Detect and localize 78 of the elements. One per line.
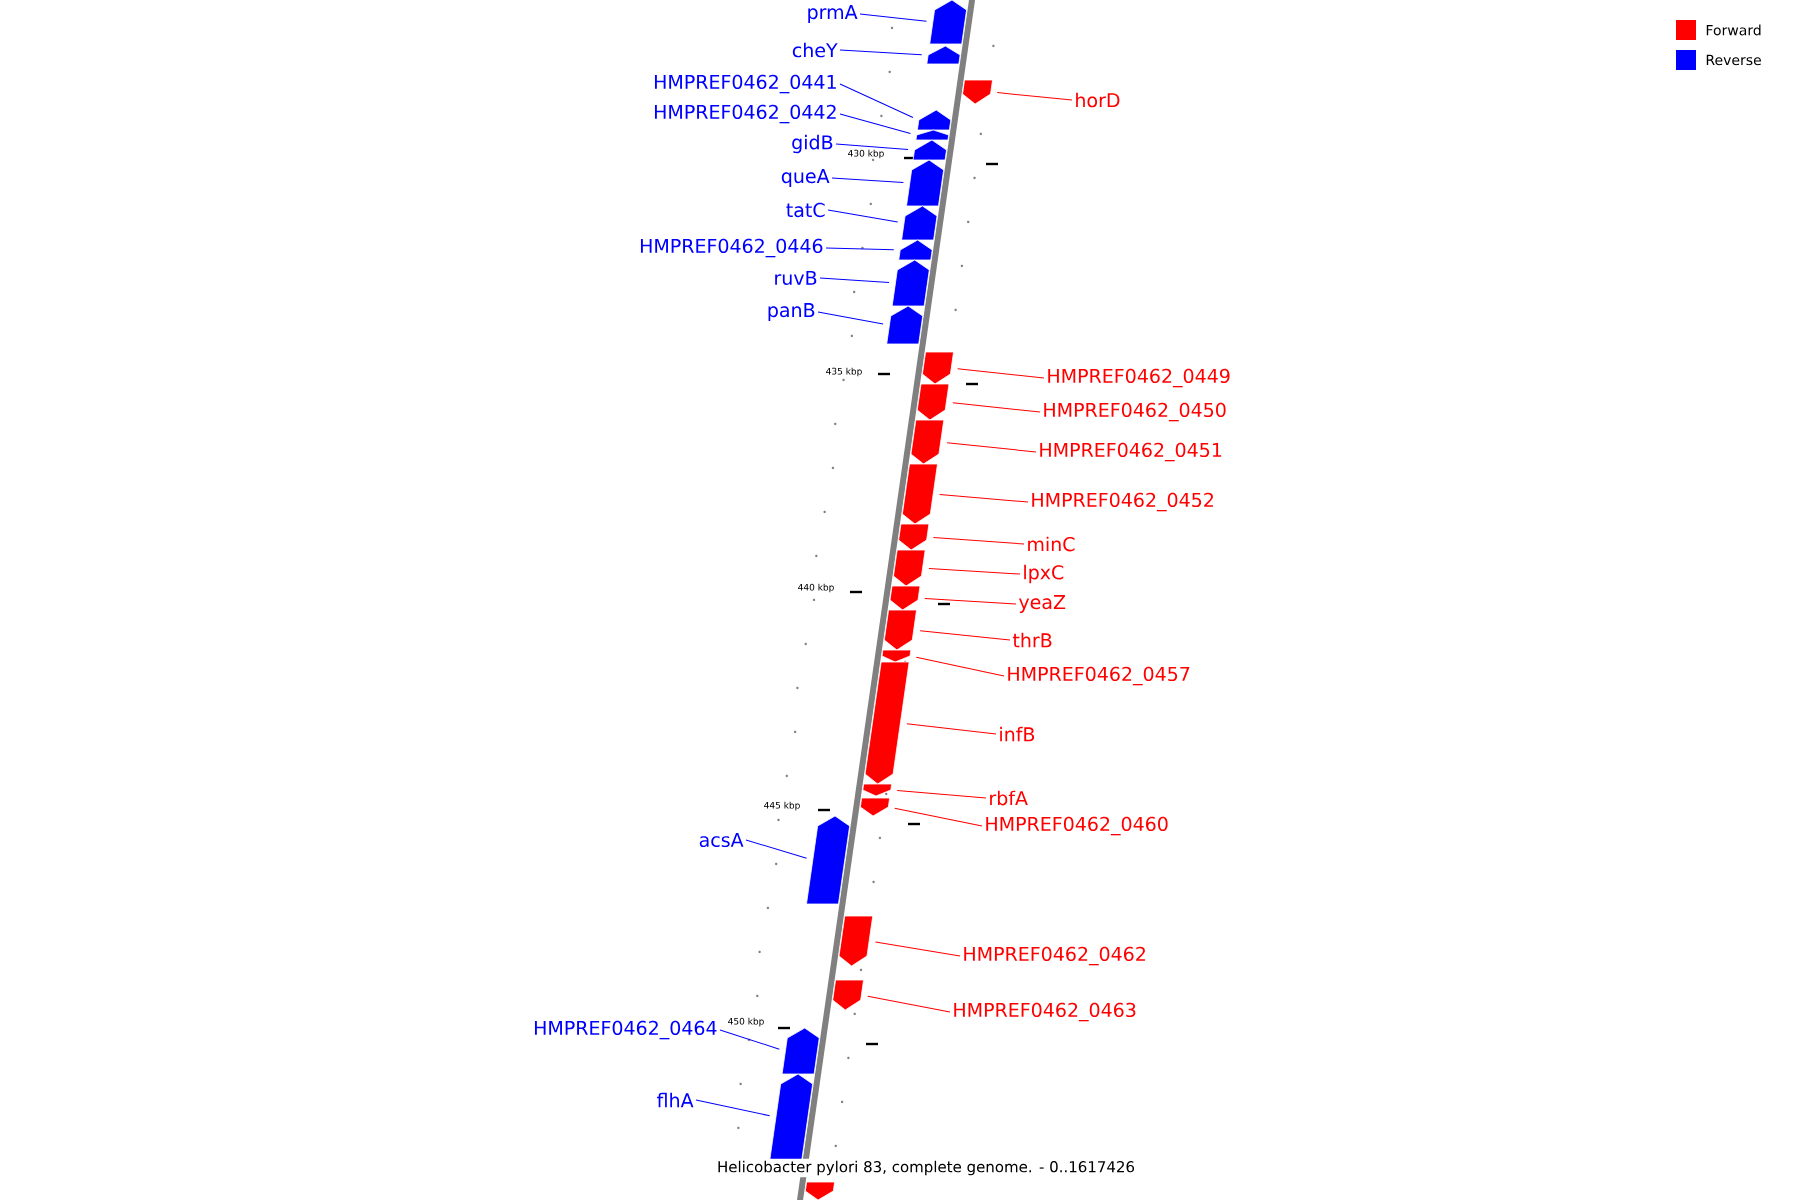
gene-label: minC [1028,536,1075,552]
gene-label: horD [1076,92,1120,108]
gene-block [804,1181,836,1200]
gene-block [912,139,947,161]
leader-line [924,597,1017,605]
leader-line [939,494,1029,503]
leader-line [835,143,909,151]
gene-block [915,129,950,141]
gene-block [926,45,961,65]
gene-label: rbfA [990,790,1028,806]
gene-label: tatC [786,202,825,218]
gene-label: thrB [1012,632,1052,648]
leader-line [946,442,1037,453]
gene-block [862,783,893,797]
gene-label: panB [768,303,815,321]
gene-label: cheY [792,42,838,58]
leader-line [825,247,895,251]
gene-label: HMPREF0462_0464 [535,1020,717,1040]
leader-line [996,92,1073,101]
leader-line [894,807,983,827]
gene-label: HMPREF0462_0452 [1032,492,1213,512]
gene-block [901,205,938,241]
leader-line [932,536,1025,545]
gene-label: HMPREF0462_0441 [655,74,836,94]
gene-block [898,523,930,551]
gene-label: HMPREF0462_0451 [1040,442,1222,462]
leader-line [919,630,1011,641]
leader-line [839,49,923,56]
gene-block [838,915,874,967]
gene-block [916,383,950,421]
gene-label: HMPREF0462_0450 [1044,402,1226,422]
gene-block [881,649,912,663]
gene-label: queA [781,169,830,187]
leader-line [952,402,1041,413]
leader-line [957,368,1045,379]
leader-line [875,941,961,957]
leader-line [839,113,911,134]
gene-block [910,419,945,465]
gene-block [806,815,851,905]
leader-line [719,1029,780,1050]
leader-line [827,209,899,223]
gene-label: prmA [808,5,858,23]
gene-label: HMPREF0462_0462 [964,946,1145,966]
leader-line [831,177,904,184]
gene-block [889,585,921,611]
gene-label: gidB [792,134,833,154]
gene-block [859,797,891,817]
gene-label: acsA [699,832,744,848]
gene-label: HMPREF0462_0446 [641,238,823,258]
gene-label: lpxC [1024,564,1064,584]
gene-block [962,79,993,105]
leader-line [928,567,1021,575]
leader-line [867,995,951,1013]
leader-line [695,1099,771,1117]
gene-label: HMPREF0462_0460 [986,816,1168,836]
gene-block [781,1027,820,1075]
gene-label: yeaZ [1018,595,1066,613]
leader-line [906,723,997,735]
gene-block [917,109,952,131]
gene-label: HMPREF0462_0457 [1008,666,1190,686]
gene-block [893,549,926,587]
gene-label: HMPREF0462_0463 [954,1002,1136,1022]
leader-line [817,311,884,325]
leader-line [819,277,890,284]
gene-block [922,351,954,385]
leader-line [896,790,987,799]
gene-block [898,239,933,261]
gene-label: HMPREF0462_0442 [655,104,836,124]
leader-line [915,656,1005,677]
gene-label: flhA [657,1092,694,1108]
leader-line [839,83,914,118]
gene-label: infB [1000,726,1035,742]
gene-label: ruvB [775,270,817,286]
leader-line [745,839,808,859]
gene-label: HMPREF0462_0449 [1048,368,1230,388]
gene-block [832,979,864,1011]
gene-block [886,305,924,345]
leader-line [859,13,927,22]
